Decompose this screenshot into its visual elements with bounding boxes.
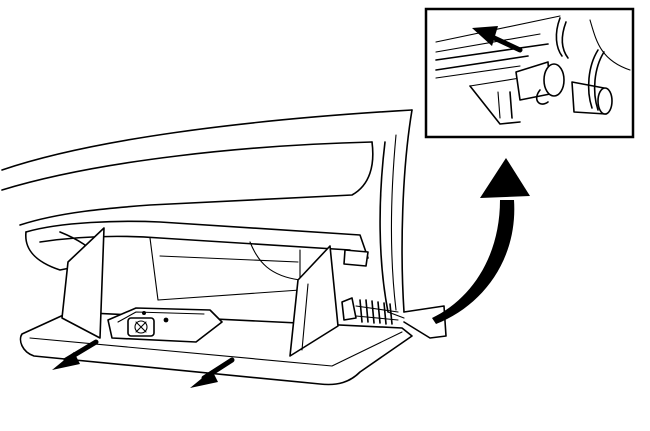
instrument-panel (1, 109, 447, 339)
glove-box-door (19, 227, 413, 386)
arrow-down-left-icon (52, 339, 99, 370)
arrow-down-left-icon (190, 357, 235, 388)
detail-inset (424, 7, 635, 139)
damper-spring (341, 297, 399, 325)
glove-box-cavity (25, 220, 369, 301)
curved-arrow-up-icon (432, 158, 530, 324)
